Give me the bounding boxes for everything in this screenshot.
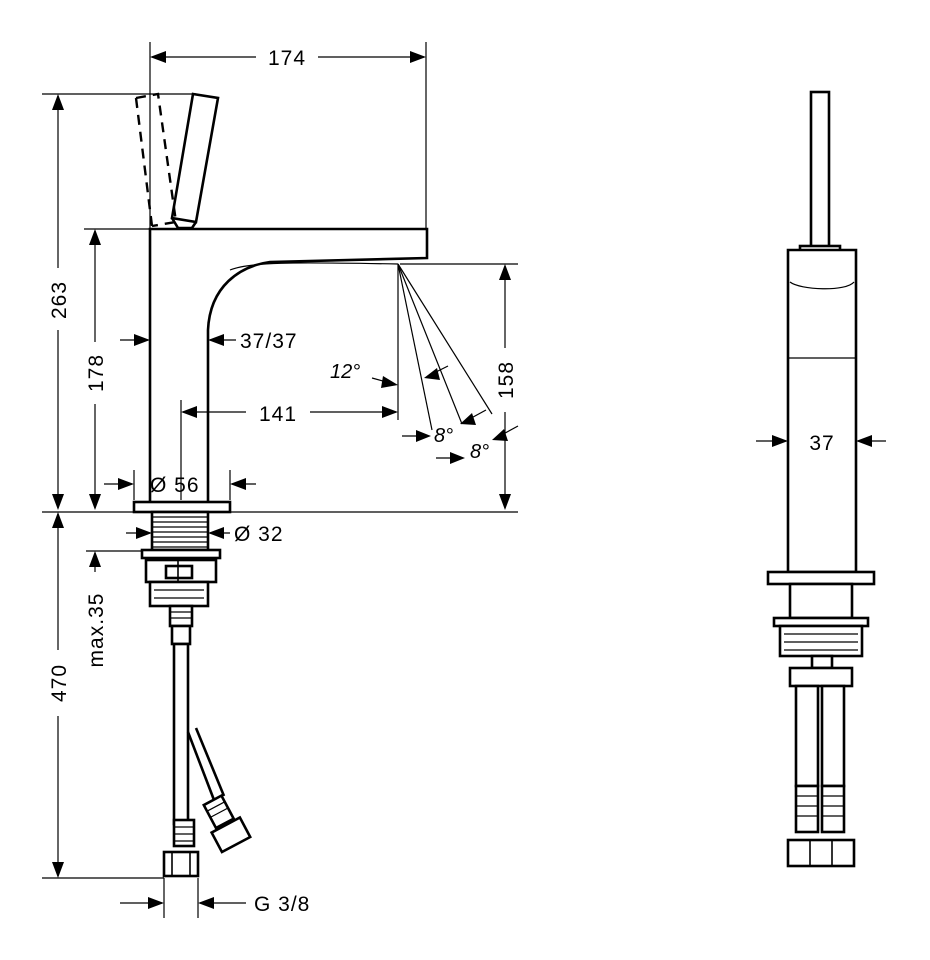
dim-label-37-37: 37/37 (240, 330, 298, 353)
dim-angles: 12° 8° 8° (330, 361, 519, 464)
dim-label-263: 263 (48, 281, 71, 319)
connection-hoses (162, 604, 252, 878)
dim-141: 141 (180, 400, 398, 500)
dim-label-470: 470 (48, 664, 71, 702)
water-jet-angles (397, 263, 493, 431)
dim-label-diameter-56: Ø 56 (150, 474, 200, 497)
dim-max-35: max.35 (85, 550, 142, 668)
dim-side-37: 37 (756, 432, 886, 455)
dim-label-angle-8a: 8° (434, 425, 453, 447)
dim-158: 158 (400, 263, 518, 510)
side-body (786, 248, 858, 574)
dim-label-angle-8b: 8° (470, 441, 489, 463)
dim-label-max-35: max.35 (85, 593, 108, 668)
threaded-shank (140, 510, 222, 608)
dim-37-37: 37/37 (120, 330, 298, 353)
dim-g-3-8: G 3/8 (120, 878, 310, 918)
dim-label-158: 158 (495, 361, 518, 399)
side-lever (809, 90, 831, 250)
lever-handle-open-position (134, 92, 178, 228)
faucet-body (148, 227, 429, 511)
dim-diameter-32: Ø 32 (126, 523, 284, 546)
dim-174: 174 (149, 42, 427, 229)
side-view: 37 (756, 90, 886, 868)
dim-label-174: 174 (268, 47, 306, 70)
dim-470: 470 (42, 512, 164, 879)
dim-263: 263 (42, 93, 196, 510)
dim-label-g-3-8: G 3/8 (254, 893, 310, 916)
dim-label-diameter-32: Ø 32 (234, 523, 284, 546)
dim-label-side-37: 37 (809, 432, 834, 455)
front-view: 174 263 178 37/37 (42, 42, 519, 918)
base-plate (132, 500, 232, 514)
dim-label-141: 141 (259, 403, 297, 426)
dim-diameter-56: Ø 56 (104, 470, 256, 500)
dim-label-178: 178 (85, 354, 108, 392)
lever-handle (170, 92, 220, 230)
dim-label-angle-12: 12° (330, 361, 360, 383)
dim-178: 178 (84, 228, 150, 510)
